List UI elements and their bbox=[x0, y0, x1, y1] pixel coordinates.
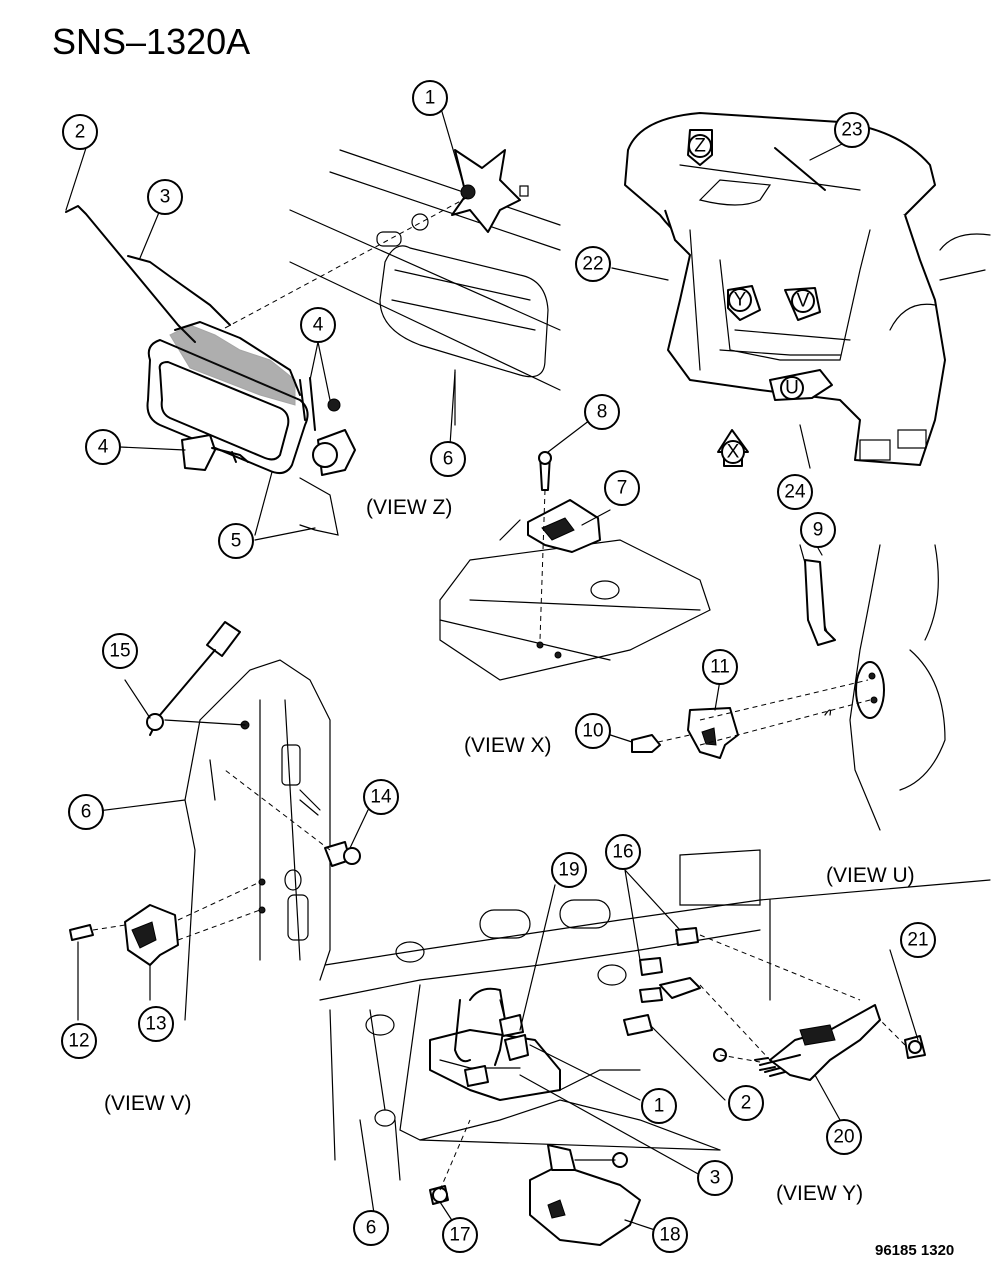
callout-6: 6 bbox=[68, 794, 104, 830]
callout-6: 6 bbox=[430, 441, 466, 477]
view-marker-z: Z bbox=[694, 136, 706, 157]
callout-11: 11 bbox=[702, 649, 738, 685]
view-y-caption: (VIEW Y) bbox=[776, 1182, 863, 1205]
callouts: 1 2 3 4 4 5 6 7 8 9 10 11 6 15 14 12 13 … bbox=[61, 80, 936, 1253]
view-v-assembly bbox=[69, 621, 369, 1021]
callout-3: 3 bbox=[697, 1160, 733, 1196]
callout-12: 12 bbox=[61, 1023, 97, 1059]
svg-text:17: 17 bbox=[449, 1225, 470, 1246]
svg-text:3: 3 bbox=[160, 187, 171, 208]
callout-2: 2 bbox=[62, 114, 98, 150]
diagram-title: SNS–1320A bbox=[52, 21, 250, 62]
svg-text:6: 6 bbox=[81, 802, 92, 823]
svg-text:8: 8 bbox=[597, 402, 608, 423]
callout-3: 3 bbox=[147, 179, 183, 215]
callout-1: 1 bbox=[641, 1088, 677, 1124]
callout-24: 24 bbox=[777, 474, 813, 510]
svg-text:1: 1 bbox=[425, 88, 436, 109]
svg-text:21: 21 bbox=[907, 930, 928, 951]
callout-10: 10 bbox=[575, 713, 611, 749]
callout-9: 9 bbox=[800, 512, 836, 548]
callout-23: 23 bbox=[834, 112, 870, 148]
view-x-caption: (VIEW X) bbox=[464, 734, 552, 757]
view-marker-x: X bbox=[727, 442, 740, 463]
svg-text:3: 3 bbox=[710, 1168, 721, 1189]
svg-text:5: 5 bbox=[231, 531, 242, 552]
callout-14: 14 bbox=[363, 779, 399, 815]
callout-7: 7 bbox=[604, 470, 640, 506]
callout-5: 5 bbox=[218, 523, 254, 559]
svg-text:4: 4 bbox=[313, 315, 324, 336]
callout-8: 8 bbox=[584, 394, 620, 430]
view-y-assembly bbox=[319, 849, 991, 1246]
svg-text:23: 23 bbox=[841, 120, 862, 141]
callout-21: 21 bbox=[900, 922, 936, 958]
svg-text:14: 14 bbox=[370, 787, 392, 808]
figure-code: 96185 1320 bbox=[875, 1242, 954, 1259]
view-u-caption: (VIEW U) bbox=[826, 864, 915, 887]
svg-text:4: 4 bbox=[98, 437, 109, 458]
view-z-assembly bbox=[65, 104, 561, 541]
callout-17: 17 bbox=[442, 1217, 478, 1253]
svg-text:2: 2 bbox=[75, 122, 86, 143]
svg-text:7: 7 bbox=[617, 478, 628, 499]
svg-text:22: 22 bbox=[582, 254, 603, 275]
svg-text:1: 1 bbox=[654, 1096, 665, 1117]
svg-text:13: 13 bbox=[145, 1014, 166, 1035]
callout-15: 15 bbox=[102, 633, 138, 669]
svg-text:2: 2 bbox=[741, 1093, 752, 1114]
callout-4: 4 bbox=[300, 307, 336, 343]
svg-text:24: 24 bbox=[784, 482, 806, 503]
svg-text:15: 15 bbox=[109, 641, 130, 662]
svg-text:6: 6 bbox=[443, 449, 454, 470]
view-x-assembly bbox=[439, 419, 711, 681]
svg-text:9: 9 bbox=[813, 520, 824, 541]
view-z-caption: (VIEW Z) bbox=[366, 496, 452, 519]
view-marker-y: Y bbox=[734, 290, 747, 311]
svg-text:19: 19 bbox=[558, 860, 579, 881]
svg-text:12: 12 bbox=[68, 1031, 89, 1052]
view-v-caption: (VIEW V) bbox=[104, 1092, 192, 1115]
callout-22: 22 bbox=[575, 246, 611, 282]
callout-16: 16 bbox=[605, 834, 641, 870]
svg-text:6: 6 bbox=[366, 1218, 377, 1239]
svg-text:11: 11 bbox=[710, 657, 730, 678]
view-markers: Z Y V U X bbox=[688, 134, 815, 464]
callout-6: 6 bbox=[353, 1210, 389, 1246]
svg-text:16: 16 bbox=[612, 842, 633, 863]
callout-4: 4 bbox=[85, 429, 121, 465]
callout-13: 13 bbox=[138, 1006, 174, 1042]
view-u-assembly bbox=[594, 544, 946, 831]
callout-19: 19 bbox=[551, 852, 587, 888]
callout-20: 20 bbox=[826, 1119, 862, 1155]
svg-text:20: 20 bbox=[833, 1127, 854, 1148]
svg-text:10: 10 bbox=[582, 721, 603, 742]
svg-text:18: 18 bbox=[659, 1225, 680, 1246]
callout-1: 1 bbox=[412, 80, 448, 116]
callout-2: 2 bbox=[728, 1085, 764, 1121]
callout-18: 18 bbox=[652, 1217, 688, 1253]
view-marker-u: U bbox=[785, 378, 799, 399]
view-marker-v: V bbox=[797, 291, 810, 312]
